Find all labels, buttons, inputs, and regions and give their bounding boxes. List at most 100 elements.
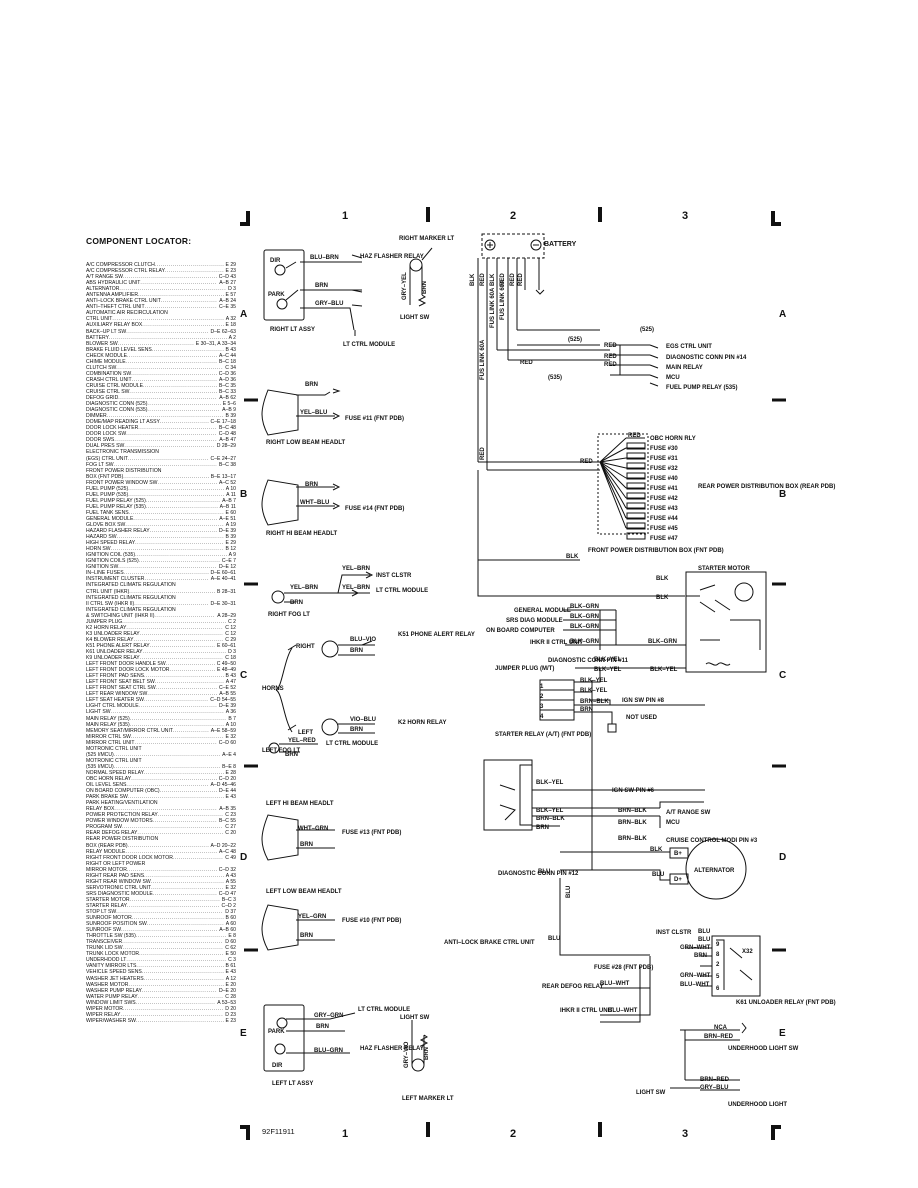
left-lt-ctrl: LT CTRL MODULE [358,1007,410,1013]
locator-item-ref: B–C 33 [219,388,236,395]
locator-item: WIPER RELAYD 23 [86,1012,236,1018]
locator-item-name: ANTI–THEFT CTRL UNIT [86,304,145,311]
locator-leader [173,855,223,861]
locator-item-ref: B 60 [225,915,236,922]
right-lt-wire-1: BLU–BRN [310,255,339,261]
locator-item-ref: A 36 [225,709,236,716]
locator-leader [134,740,216,746]
locator-item: RIGHT REAR PAD SENSA 43 [86,873,236,879]
locator-item-ref: B 7 [228,715,236,722]
left-fog-ltctrl: LT CTRL MODULE [326,741,378,747]
locator-item: SUNROOF POSITION SWA 60 [86,921,236,927]
locator-item-ref: C 28 [225,993,236,1000]
horns-label: HORNS [262,686,284,692]
locator-item-name: DOME/MAP READING LT ASSY [86,419,160,426]
right-light-sw: LIGHT SW [400,315,430,321]
locator-item: CRASH CTRL UNITA–D 36 [86,377,236,383]
right-fog-wire-2: BRN [290,600,303,606]
right-low-wire-1: BRN [305,382,318,388]
left-lt-assy-box [263,1004,305,1072]
locator-item-name: RELAY MODULE [86,848,126,855]
fuse-link: FUS LINK 60A [490,287,496,328]
locator-item: CHECK MODULEA–C 44 [86,353,236,359]
right-fog-lamp [271,590,285,604]
locator-item-ref: C–D 48 [218,431,236,438]
locator-item: LEFT SEAT HEATER SWC–D 54–55 [86,697,236,703]
locator-item-name: NORMAL SPEED RELAY [86,769,145,776]
left-low-name: LEFT LOW BEAM HEADLT [266,889,342,895]
locator-item-ref: A 43 [225,872,236,879]
right-lt-wire-2: BRN [315,283,328,289]
locator-item: STARTER RELAYC–D 2 [86,903,236,909]
locator-item: FUEL PUMP (525)A 10 [86,486,236,492]
locator-item-name: MAIN RELAY (535) [86,721,130,728]
locator-item-ref: E 32 [225,733,236,740]
k61-pin: 5 [716,974,720,980]
locator-item-name: TRUNK LID SW [86,945,123,952]
locator-item-ref: D–E 44 [219,788,236,795]
locator-item-name: IGNITION SW [86,564,119,571]
at-wire: BRN–BLK [618,820,647,826]
k61-pin: 2 [716,962,720,968]
locator-item-ref: C 2 [228,618,236,625]
locator-item-ref: E 23 [225,268,236,275]
locator-item-name: FOG LT SW [86,461,114,468]
k61-pin: 9 [716,942,720,948]
fuse-link: FUS LINK 60A [480,339,486,380]
locator-item: FRONT POWER WINDOW SWA–C 52 [86,480,236,486]
locator-item-name: AUXILIARY RELAY BOX [86,322,143,329]
locator-item-name: CLUTCH SW [86,364,117,371]
locator-item: DUAL PRES SWD 28–29 [86,443,236,449]
locator-item-ref: C 62 [225,945,236,952]
locator-list: A/C COMPRESSOR CLUTCHE 29A/C COMPRESSOR … [86,262,236,1024]
locator-item: ANTI–THEFT CTRL UNITC–E 35 [86,304,236,310]
left-fog-lamp [268,742,280,754]
blkgrn: BLK–GRN [570,639,599,645]
locator-item-name: DOOR LOCK HEATER [86,425,139,432]
a-target: MCU [666,375,680,381]
left-lt-dir: DIR [272,1063,283,1069]
locator-item-ref: B 61 [225,963,236,970]
locator-item-name: MIRROR MOTOR [86,866,127,873]
locator-item-ref: C–D 32 [218,866,236,873]
horn-right-wire-2: BRN [350,648,363,654]
locator-item-name: BACK–UP LT SW [86,328,127,335]
locator-item-name: (525 I/MCU) [86,751,114,758]
locator-item-ref: A 12 [225,975,236,982]
rear-fuse: FUSE #41 [650,486,678,492]
locator-item: LEFT FRONT SEAT BELT SWA 47 [86,679,236,685]
right-low-fuse: FUSE #11 (FNT PDB) [345,416,404,422]
locator-item-name: LEFT FRONT DOOR LOCK MOTOR [86,667,170,674]
locator-item-ref: C 29 [225,636,236,643]
locator-item-ref: A–E 40–41 [210,576,236,583]
locator-item: CTRL UNITA 32 [86,316,236,322]
locator-item-name: BOX (FNT PDB) [86,473,124,480]
locator-item-name: DIMMER [86,413,107,420]
locator-item: ANTENNA AMPLIFIERE 57 [86,292,236,298]
locator-item-ref: E 8 [228,933,236,940]
locator-item-ref: C 18 [225,655,236,662]
bluwht-a: BLU–WHT [600,981,630,987]
locator-item: VEHICLE SPEED SENSE 43 [86,969,236,975]
locator-item-name: LEFT FRONT SEAT CTRL SW [86,685,156,692]
locator-item: BATTERYA 2 [86,335,236,341]
locator-item-ref: B–C 48 [219,425,236,432]
left-marker-wire-1: GRY–VIO [404,1041,410,1068]
left-hi-headlamp [261,814,299,861]
locator-item-name: INTEGRATED CLIMATE REGULATION [86,606,176,613]
locator-item-name: CHIME MODULE [86,358,126,365]
locator-item: TRANSCEIVERD 60 [86,939,236,945]
locator-item: CRUISE CTRL SWB–C 33 [86,389,236,395]
locator-item-name: MAIN RELAY (525) [86,715,130,722]
locator-item-name: TRANSCEIVER [86,939,123,946]
locator-item: LEFT FRONT DOOR LOCK MOTORE 48–49 [86,667,236,673]
locator-item: PROGRAM SWC 27 [86,824,236,830]
x32: X32 [742,949,753,955]
locator-item-name: MOTRONIC CTRL UNIT [86,745,142,752]
red-wire: RED [480,447,486,460]
nca: NCA [714,1025,728,1031]
locator-item-ref: E 28 [225,769,236,776]
locator-item-ref: A–B 62 [219,395,236,402]
locator-item: BLOWER SWE 30–31, A 33–34 [86,341,236,347]
locator-item: A/C COMPRESSOR CLUTCHE 29 [86,262,236,268]
